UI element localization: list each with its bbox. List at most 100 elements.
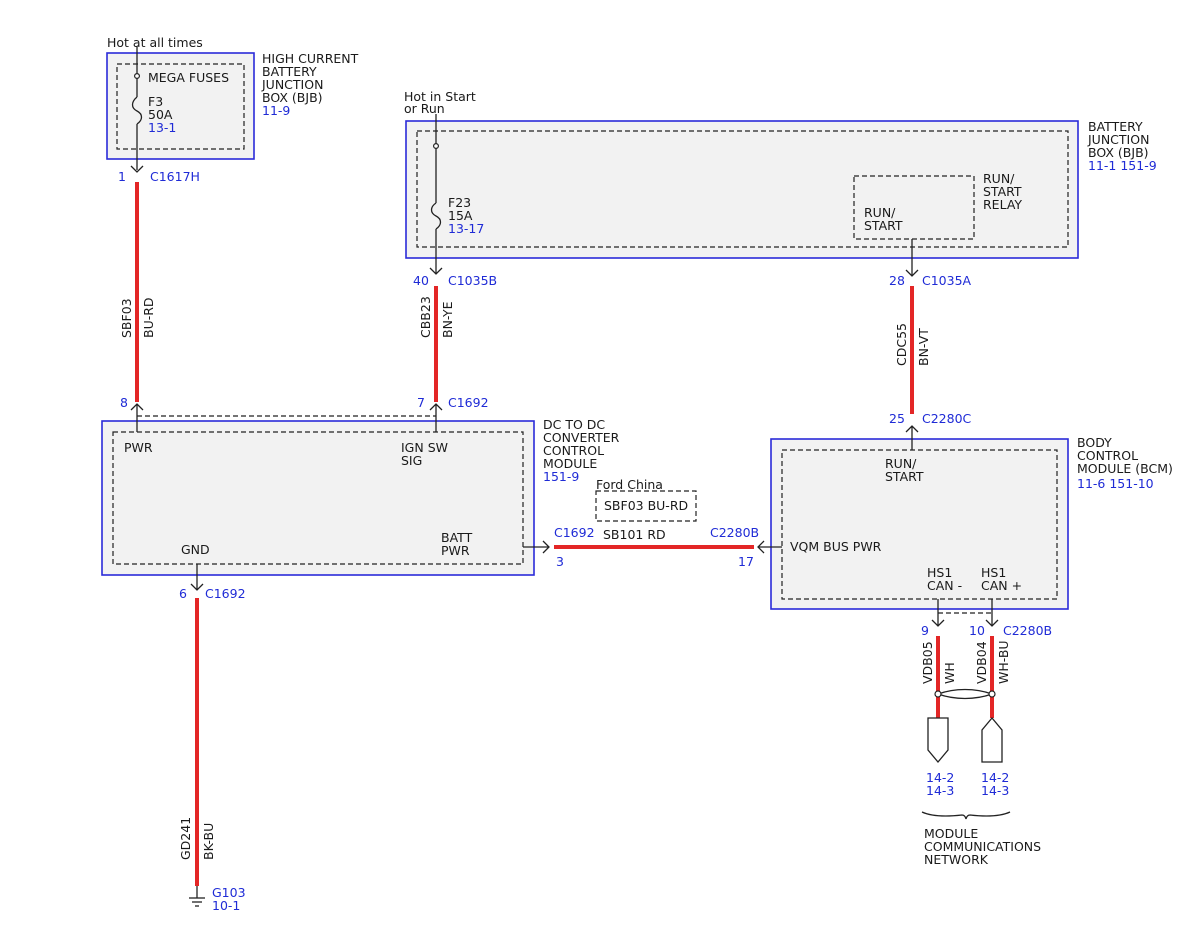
battery-junction-box: Hot in Start or Run BATTERY JUNCTION BOX…	[404, 89, 1157, 288]
pin-25: 25	[889, 411, 905, 426]
body-control-module: BODY CONTROL MODULE (BCM) 11-6 151-10 25…	[710, 411, 1173, 764]
hot-in-start-label-2: or Run	[404, 101, 445, 116]
ford-china-content: SBF03 BU-RD	[604, 498, 688, 513]
wire-cbb23-circuit: CBB23	[418, 296, 433, 338]
network-connector-down-icon	[927, 717, 949, 764]
mega-fuses-label: MEGA FUSES	[148, 70, 229, 85]
network-ref-left-2: 14-3	[926, 783, 954, 798]
hbjb-box	[106, 52, 255, 160]
fuse-f23-rating: 15A	[448, 208, 473, 223]
pin-3: 3	[556, 554, 564, 569]
pin-9: 9	[921, 623, 929, 638]
ford-china-box	[595, 490, 697, 522]
network-reference: 14-2 14-3 14-2 14-3 MODULE COMMUNICATION…	[921, 770, 1041, 867]
connector-pin6-icon	[190, 583, 204, 591]
connector-pin7-icon	[429, 403, 443, 432]
wire-gd241-color: BK-BU	[201, 823, 216, 860]
dcdc-page-ref: 151-9	[543, 469, 579, 484]
run-start-relay-box	[853, 175, 975, 240]
mega-fuses-dashed-box	[116, 63, 245, 150]
connector-pin8-icon	[130, 403, 144, 432]
wire-vdb05-color: WH	[942, 662, 957, 684]
network-brace-icon	[921, 811, 1011, 820]
connector-c1692-batt: C1692	[554, 525, 595, 540]
bjb-title-3: BOX (BJB)	[1088, 145, 1149, 160]
connector-c1035b: C1035B	[448, 273, 497, 288]
connector-c1035b-icon	[429, 267, 443, 275]
ground-g103: G103 10-1	[189, 885, 246, 913]
hot-at-all-times-label: Hot at all times	[107, 35, 203, 50]
bcm-hs1-plus-2: CAN +	[981, 578, 1022, 593]
network-ref-right-2: 14-3	[981, 783, 1009, 798]
relay-inner-1: RUN/	[864, 205, 896, 220]
network-label-1: MODULE	[924, 826, 978, 841]
network-label-2: COMMUNICATIONS	[924, 839, 1041, 854]
bcm-title-1: BODY	[1077, 435, 1112, 450]
dcdc-title-4: MODULE	[543, 456, 597, 471]
dcdc-gnd-label: GND	[181, 542, 210, 557]
bcm-dashed-box	[781, 449, 1058, 600]
dcdc-ign-label-2: SIG	[401, 453, 422, 468]
connector-pin3-icon	[542, 540, 550, 554]
pin-6: 6	[179, 586, 187, 601]
network-connector-up-icon	[981, 716, 1003, 763]
pin-10: 10	[969, 623, 985, 638]
hot-in-start-label-1: Hot in Start	[404, 89, 476, 104]
pin-17: 17	[738, 554, 754, 569]
wires	[135, 182, 994, 886]
twisted-pair-icon	[934, 688, 996, 700]
network-ref-left-1: 14-2	[926, 770, 954, 785]
connector-c1035a-icon	[905, 269, 919, 277]
hbjb-title-3: JUNCTION	[261, 77, 323, 92]
pin-1: 1	[118, 169, 126, 184]
bcm-page-ref: 11-6 151-10	[1077, 476, 1154, 491]
wire-cdc55-circuit: CDC55	[894, 323, 909, 366]
hbjb-title-1: HIGH CURRENT	[262, 51, 359, 66]
dcdc-batt-label-1: BATT	[441, 530, 473, 545]
wire-cdc55-color: BN-VT	[916, 328, 931, 366]
wire-sbf03-circuit: SBF03	[119, 298, 134, 338]
bcm-run-start-1: RUN/	[885, 456, 917, 471]
connector-pin9-icon	[931, 619, 945, 627]
connector-c2280b-can: C2280B	[1003, 623, 1052, 638]
bcm-hs1-plus-1: HS1	[981, 565, 1006, 580]
hbjb-page-ref: 11-9	[262, 103, 290, 118]
bjb-box	[405, 120, 1079, 259]
bjb-dashed-box	[416, 130, 1069, 248]
pin-8: 8	[120, 395, 128, 410]
dc-dc-converter-module: DC TO DC CONVERTER CONTROL MODULE 151-9 …	[101, 395, 620, 601]
connector-pin10-icon	[985, 619, 999, 627]
connector-c1692-top: C1692	[448, 395, 489, 410]
network-label-3: NETWORK	[924, 852, 989, 867]
bjb-title-2: JUNCTION	[1087, 132, 1149, 147]
pin-40: 40	[413, 273, 429, 288]
fuse-f3-name: F3	[148, 94, 163, 109]
fuse-f3-rating: 50A	[148, 107, 173, 122]
fuse-f3-ref: 13-1	[148, 120, 176, 135]
bcm-hs1-minus-2: CAN -	[927, 578, 962, 593]
fuse-f23-ref: 13-17	[448, 221, 484, 236]
ground-name: G103	[212, 885, 246, 900]
relay-label-1: RUN/	[983, 171, 1015, 186]
dcdc-pwr-label: PWR	[124, 440, 153, 455]
wire-sbf03-color: BU-RD	[141, 297, 156, 338]
ground-icon	[189, 886, 205, 907]
connector-c1617h-icon	[130, 165, 144, 173]
dcdc-batt-label-2: PWR	[441, 543, 470, 558]
relay-label-2: START	[983, 184, 1022, 199]
relay-inner-2: START	[864, 218, 903, 233]
dcdc-title-1: DC TO DC	[543, 417, 605, 432]
wire-sb101-label: SB101 RD	[603, 527, 666, 542]
connector-c1692-gnd: C1692	[205, 586, 246, 601]
connector-pin17-icon	[757, 540, 765, 554]
wire-vdb04-circuit: VDB04	[974, 641, 989, 684]
bcm-vqm-label: VQM BUS PWR	[790, 539, 882, 554]
wire-gd241-circuit: GD241	[178, 817, 193, 860]
fuse-f23-icon	[430, 114, 442, 274]
relay-label-3: RELAY	[983, 197, 1022, 212]
dcdc-title-2: CONVERTER	[543, 430, 620, 445]
dcdc-title-3: CONTROL	[543, 443, 604, 458]
wire-vdb05-circuit: VDB05	[920, 641, 935, 684]
ford-china-title: Ford China	[596, 477, 663, 492]
